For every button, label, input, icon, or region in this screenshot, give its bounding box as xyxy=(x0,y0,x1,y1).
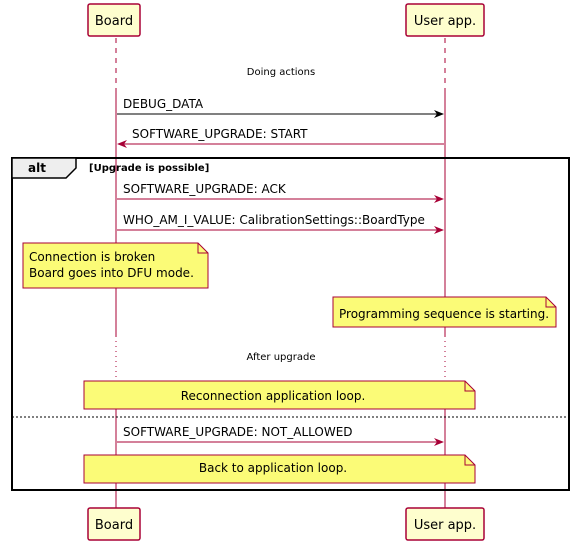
note-back-to-app-loop: Back to application loop. xyxy=(83,454,476,484)
participant-board-top-label: Board xyxy=(95,14,133,29)
divider-doing-actions: Doing actions xyxy=(247,67,315,78)
message-software-upgrade-ack-label: SOFTWARE_UPGRADE: ACK xyxy=(123,182,287,196)
message-who-am-i-value: WHO_AM_I_VALUE: CalibrationSettings::Boa… xyxy=(117,213,444,234)
participant-user-app-bottom: User app. xyxy=(405,507,485,541)
participant-board-bottom-label: Board xyxy=(95,518,133,533)
message-debug-data: DEBUG_DATA xyxy=(117,97,444,118)
participant-board-top: Board xyxy=(87,3,141,37)
alt-keyword: alt xyxy=(28,161,46,175)
participant-user-app-top: User app. xyxy=(405,3,485,37)
message-software-upgrade-start-label: SOFTWARE_UPGRADE: START xyxy=(132,127,308,141)
message-software-upgrade-ack: SOFTWARE_UPGRADE: ACK xyxy=(117,182,444,203)
note-reconnection-loop-text: Reconnection application loop. xyxy=(181,389,366,403)
message-debug-data-label: DEBUG_DATA xyxy=(123,97,204,111)
note-programming-sequence-text: Programming sequence is starting. xyxy=(339,307,549,321)
message-software-upgrade-not-allowed: SOFTWARE_UPGRADE: NOT_ALLOWED xyxy=(117,425,444,446)
message-software-upgrade-not-allowed-label: SOFTWARE_UPGRADE: NOT_ALLOWED xyxy=(123,425,353,439)
participant-user-app-top-label: User app. xyxy=(414,14,476,29)
note-connection-broken-line1: Connection is broken xyxy=(29,250,155,264)
note-connection-broken-line2: Board goes into DFU mode. xyxy=(29,266,194,280)
note-reconnection-loop: Reconnection application loop. xyxy=(83,380,476,410)
note-connection-broken: Connection is broken Board goes into DFU… xyxy=(22,242,209,289)
participant-user-app-bottom-label: User app. xyxy=(414,518,476,533)
note-back-to-app-loop-text: Back to application loop. xyxy=(199,461,347,475)
alt-fragment: alt [Upgrade is possible] xyxy=(11,157,570,491)
alt-guard: [Upgrade is possible] xyxy=(89,163,209,174)
divider-after-upgrade: After upgrade xyxy=(247,352,316,363)
message-who-am-i-value-label: WHO_AM_I_VALUE: CalibrationSettings::Boa… xyxy=(123,213,425,227)
note-programming-sequence: Programming sequence is starting. xyxy=(332,296,557,328)
message-software-upgrade-start: SOFTWARE_UPGRADE: START xyxy=(117,127,444,148)
participant-board-bottom: Board xyxy=(87,507,141,541)
